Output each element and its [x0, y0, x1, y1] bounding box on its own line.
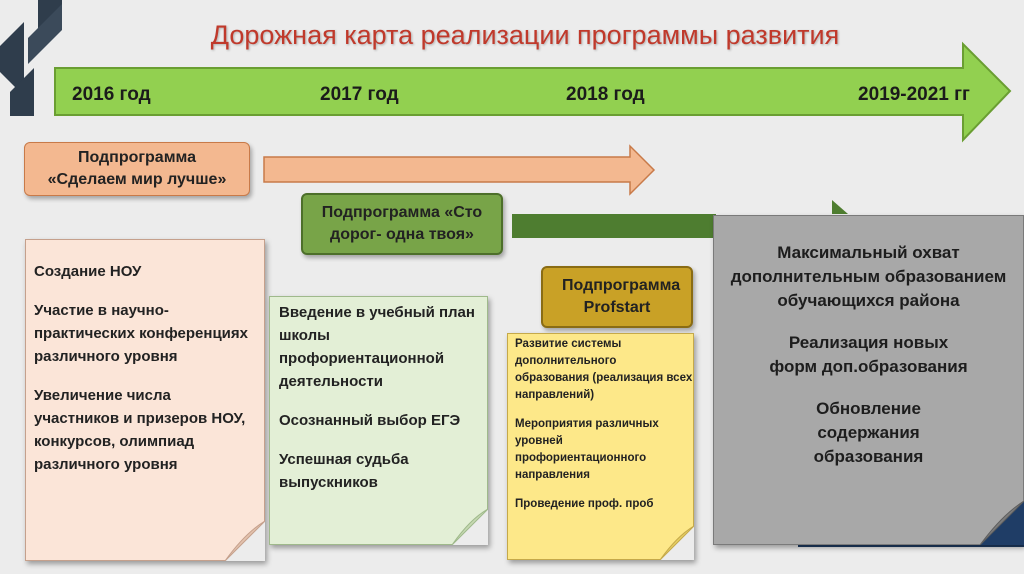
note-item: Создание НОУ — [34, 263, 142, 280]
green-bar — [512, 214, 716, 238]
year-2019-2021: 2019-2021 гг — [858, 84, 970, 105]
green-arrow-tip — [832, 200, 848, 214]
note-item: Успешная судьба выпускников — [279, 451, 409, 491]
year-2018: 2018 год — [566, 84, 645, 105]
note-item: Развитие системы дополнительного образов… — [515, 338, 693, 401]
page-curl-icon — [980, 501, 1024, 545]
note-2016: Создание НОУ Участие в научно-практическ… — [25, 239, 265, 561]
page-title: Дорожная карта реализации программы разв… — [210, 20, 840, 50]
note-item: Максимальный охват дополнительным образо… — [730, 243, 1007, 310]
note-item: Реализация новых форм доп.образования — [769, 333, 968, 376]
note-item: Введение в учебный план школы профориент… — [279, 304, 475, 390]
note-item: Мероприятия различных уровней профориент… — [515, 418, 659, 481]
year-2016: 2016 год — [72, 84, 151, 105]
page-curl-icon — [660, 526, 694, 560]
page-curl-icon — [225, 521, 265, 561]
note-item: Проведение проф. проб — [515, 498, 654, 510]
subprogram-profstart: Подпрограмма Profstart — [541, 266, 693, 328]
page-curl-icon — [452, 509, 488, 545]
note-item: Участие в научно-практических конференци… — [34, 302, 248, 365]
logo-icon — [0, 0, 62, 116]
note-2018: Развитие системы дополнительного образов… — [507, 333, 694, 560]
year-2017: 2017 год — [320, 84, 399, 105]
note-item: Обновление содержания образования — [813, 399, 924, 466]
subprogram-label: Подпрограмма Profstart — [562, 277, 681, 316]
note-2017: Введение в учебный план школы профориент… — [269, 296, 488, 545]
note-2019-2021: Максимальный охват дополнительным образо… — [713, 215, 1024, 545]
subprogram-label: Подпрограмма «Сто дорог- одна твоя» — [321, 204, 483, 243]
note-item: Увеличение числа участников и призеров Н… — [34, 387, 246, 473]
subprogram-label: Подпрограмма «Сделаем мир лучше» — [47, 149, 227, 188]
main-timeline-arrow — [54, 41, 1012, 143]
subprogram-make-world-better: Подпрограмма «Сделаем мир лучше» — [24, 142, 250, 196]
orange-arrow — [263, 144, 656, 196]
subprogram-hundred-roads: Подпрограмма «Сто дорог- одна твоя» — [301, 193, 503, 255]
note-item: Осознанный выбор ЕГЭ — [279, 412, 461, 429]
